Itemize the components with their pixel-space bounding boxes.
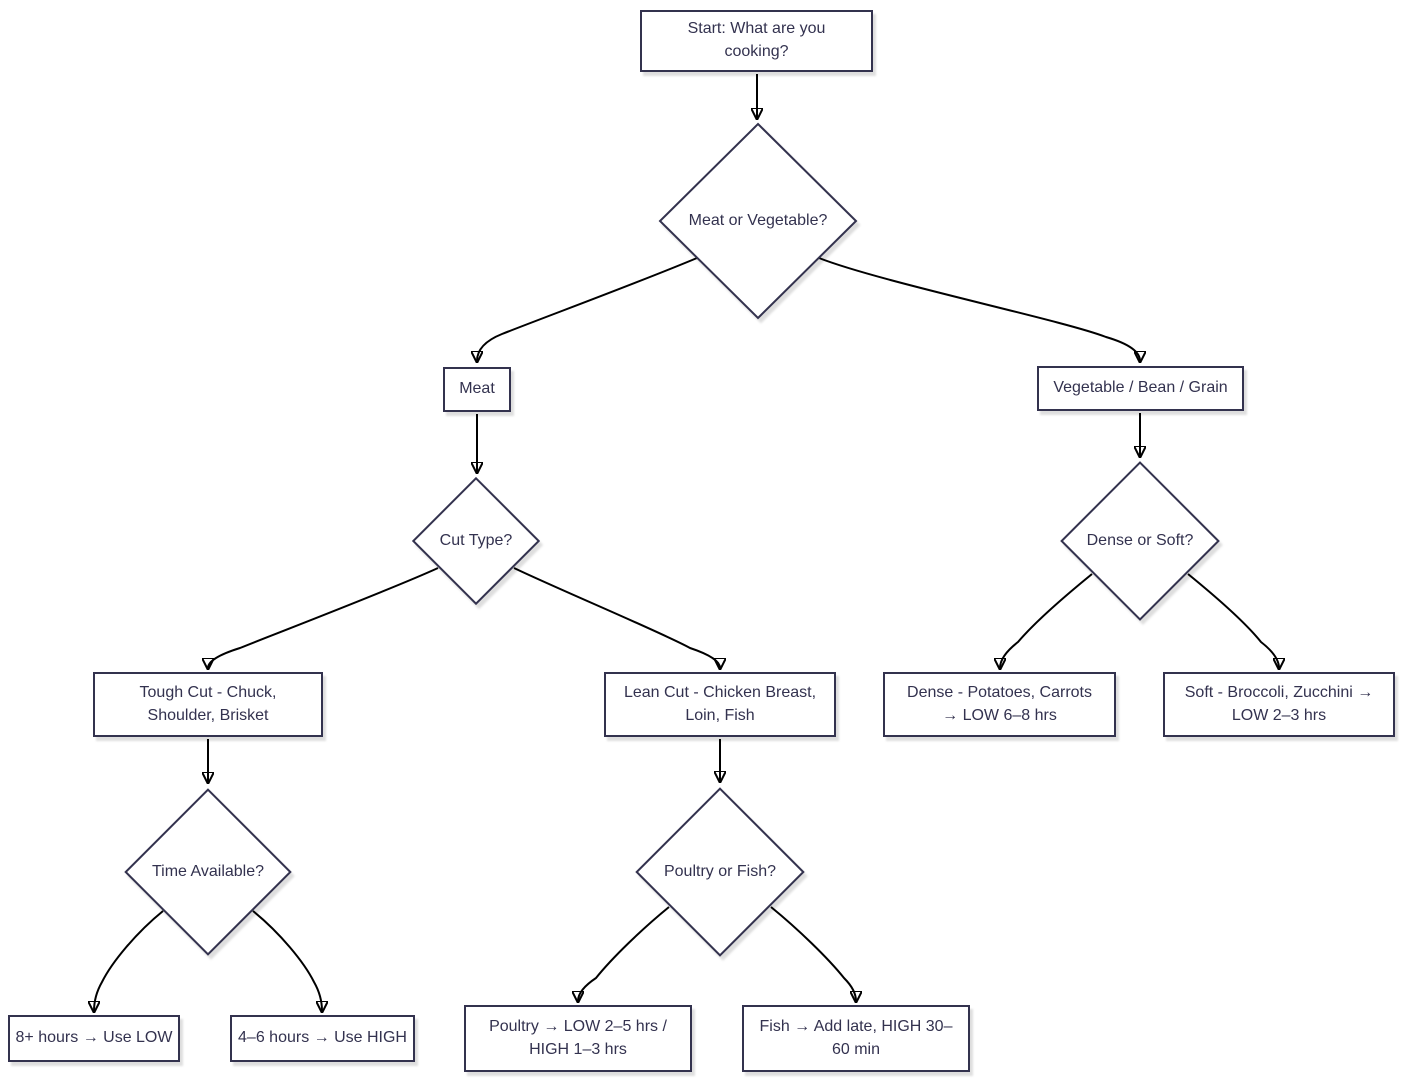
edge-cut-type-to-tough xyxy=(208,567,439,668)
node-use-low-result: 8+ hours → Use LOW xyxy=(8,1015,180,1062)
node-fish-result-label: Fish → Add late, HIGH 30–60 min xyxy=(759,1017,953,1058)
node-tough-cut-label: Tough Cut - Chuck, Shoulder, Brisket xyxy=(139,683,277,724)
decision-poultry-or-fish: Poultry or Fish? xyxy=(635,787,805,957)
edge-cut-type-to-lean xyxy=(513,567,720,668)
diamond-shape xyxy=(412,477,540,605)
node-poultry-result-label: Poultry → LOW 2–5 hrs / HIGH 1–3 hrs xyxy=(489,1017,667,1058)
node-meat-label: Meat xyxy=(459,380,495,398)
decision-dense-or-soft-label: Dense or Soft? xyxy=(1086,531,1194,549)
node-dense-result: Dense - Potatoes, Carrots → LOW 6–8 hrs xyxy=(883,672,1116,737)
node-tough-cut: Tough Cut - Chuck, Shoulder, Brisket xyxy=(93,672,323,737)
decision-dense-or-soft: Dense or Soft? xyxy=(1060,461,1220,621)
node-lean-cut-label: Lean Cut - Chicken Breast, Loin, Fish xyxy=(623,683,817,724)
decision-meat-or-vegetable: Meat or Vegetable? xyxy=(658,122,858,320)
node-dense-result-label: Dense - Potatoes, Carrots → LOW 6–8 hrs xyxy=(907,683,1092,724)
edge-meat-or-veg-to-veg xyxy=(818,257,1140,361)
decision-meat-or-vegetable-label: Meat or Vegetable? xyxy=(688,211,828,229)
node-meat: Meat xyxy=(443,367,511,412)
diamond-shape xyxy=(124,788,292,956)
diamond-shape xyxy=(658,122,858,320)
decision-poultry-or-fish-label: Poultry or Fish? xyxy=(663,862,777,880)
node-soft-result-label: Soft - Broccoli, Zucchini → LOW 2–3 hrs xyxy=(1184,683,1374,724)
node-start-label: Start: What are you cooking? xyxy=(687,20,826,60)
node-vegetable-bean-grain: Vegetable / Bean / Grain xyxy=(1037,366,1244,411)
diamond-shape xyxy=(1060,461,1220,621)
decision-time-available-label: Time Available? xyxy=(151,862,265,880)
decision-cut-type-label: Cut Type? xyxy=(439,531,513,549)
node-fish-result: Fish → Add late, HIGH 30–60 min xyxy=(742,1005,970,1072)
diamond-shape xyxy=(635,787,805,957)
node-lean-cut: Lean Cut - Chicken Breast, Loin, Fish xyxy=(604,672,836,737)
node-soft-result: Soft - Broccoli, Zucchini → LOW 2–3 hrs xyxy=(1163,672,1395,737)
decision-cut-type: Cut Type? xyxy=(412,477,540,605)
node-start: Start: What are you cooking? xyxy=(640,10,873,72)
node-poultry-result: Poultry → LOW 2–5 hrs / HIGH 1–3 hrs xyxy=(464,1005,692,1072)
node-use-high-result: 4–6 hours → Use HIGH xyxy=(230,1015,415,1062)
node-vegetable-bean-grain-label: Vegetable / Bean / Grain xyxy=(1053,379,1228,397)
node-use-high-result-label: 4–6 hours → Use HIGH xyxy=(238,1029,407,1047)
node-use-low-result-label: 8+ hours → Use LOW xyxy=(15,1029,173,1047)
decision-time-available: Time Available? xyxy=(124,788,292,956)
